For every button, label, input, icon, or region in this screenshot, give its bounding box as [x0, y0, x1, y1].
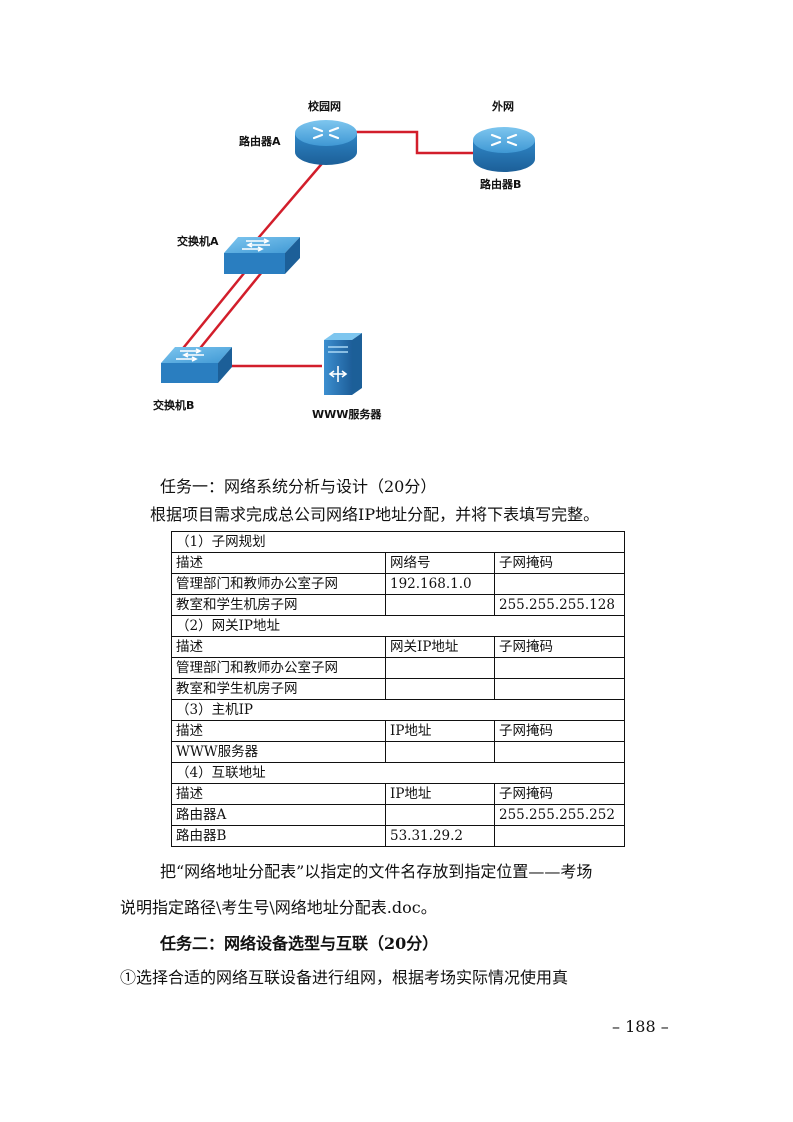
task1-heading: 任务一：网络系统分析与设计（20分） — [160, 476, 436, 498]
header-cell: 描述 — [172, 637, 386, 658]
table-cell — [495, 679, 625, 700]
table-row: 教室和学生机房子网 — [172, 679, 625, 700]
header-cell: 子网掩码 — [495, 553, 625, 574]
table-cell — [386, 679, 495, 700]
switch-a-label: 交换机A — [177, 233, 219, 249]
table-cell — [386, 595, 495, 616]
save-note-line1: 把“网络地址分配表”以指定的文件名存放到指定位置——考场 — [160, 861, 592, 883]
network-topology — [0, 0, 793, 440]
table-cell — [495, 742, 625, 763]
table-cell: 教室和学生机房子网 — [172, 679, 386, 700]
header-cell: 网络号 — [386, 553, 495, 574]
table-cell: WWW服务器 — [172, 742, 386, 763]
task2-heading: 任务二：网络设备选型与互联（20分） — [160, 933, 438, 955]
router-a-label: 路由器A — [239, 133, 281, 149]
network-diagram: 校园网 外网 路由器A 路由器B 交换机A 交换机B WWW服务器 — [0, 0, 793, 440]
campus-net-label: 校园网 — [308, 98, 341, 114]
header-cell: IP地址 — [386, 784, 495, 805]
address-allocation-table: （1）子网规划 描述 网络号 子网掩码 管理部门和教师办公室子网 192.168… — [171, 531, 625, 847]
table-cell — [386, 742, 495, 763]
header-row: 描述 网络号 子网掩码 — [172, 553, 625, 574]
table-row: 管理部门和教师办公室子网 192.168.1.0 — [172, 574, 625, 595]
table-row: 教室和学生机房子网 255.255.255.128 — [172, 595, 625, 616]
header-row: 描述 网关IP地址 子网掩码 — [172, 637, 625, 658]
section-title: （4）互联地址 — [172, 763, 625, 784]
header-cell: 子网掩码 — [495, 637, 625, 658]
external-net-label: 外网 — [492, 98, 514, 114]
table-row: 路由器A 255.255.255.252 — [172, 805, 625, 826]
table-cell — [495, 658, 625, 679]
table-row: 管理部门和教师办公室子网 — [172, 658, 625, 679]
table-cell: 路由器B — [172, 826, 386, 847]
table-cell: 管理部门和教师办公室子网 — [172, 658, 386, 679]
switch-b-icon — [161, 347, 232, 383]
table-cell — [495, 826, 625, 847]
section-title: （2）网关IP地址 — [172, 616, 625, 637]
table-cell: 255.255.255.252 — [495, 805, 625, 826]
header-cell: 子网掩码 — [495, 721, 625, 742]
router-b-label: 路由器B — [480, 176, 521, 192]
section-title: （1）子网规划 — [172, 532, 625, 553]
table-row: 路由器B 53.31.29.2 — [172, 826, 625, 847]
header-cell: IP地址 — [386, 721, 495, 742]
table-row: WWW服务器 — [172, 742, 625, 763]
save-note-line2: 说明指定路径\考生号\网络地址分配表.doc。 — [120, 897, 437, 919]
section-title-row: （2）网关IP地址 — [172, 616, 625, 637]
task2-line1: ①选择合适的网络互联设备进行组网，根据考场实际情况使用真 — [120, 967, 568, 989]
section-title-row: （4）互联地址 — [172, 763, 625, 784]
switch-a-icon — [224, 237, 300, 274]
header-row: 描述 IP地址 子网掩码 — [172, 721, 625, 742]
table-cell — [386, 805, 495, 826]
page-number: – 188 – — [612, 1017, 669, 1036]
www-server-icon — [324, 333, 362, 395]
table-cell: 192.168.1.0 — [386, 574, 495, 595]
section-title-row: （1）子网规划 — [172, 532, 625, 553]
section-title-row: （3）主机IP — [172, 700, 625, 721]
header-cell: 描述 — [172, 553, 386, 574]
switch-b-label: 交换机B — [153, 397, 194, 413]
table-cell — [386, 658, 495, 679]
link-router-a-switch-a — [248, 160, 325, 250]
router-b-icon — [473, 127, 535, 172]
table-cell: 53.31.29.2 — [386, 826, 495, 847]
header-cell: 子网掩码 — [495, 784, 625, 805]
www-server-label: WWW服务器 — [312, 406, 381, 422]
header-cell: 网关IP地址 — [386, 637, 495, 658]
table-cell: 255.255.255.128 — [495, 595, 625, 616]
task1-intro: 根据项目需求完成总公司网络IP地址分配，并将下表填写完整。 — [150, 504, 599, 526]
header-row: 描述 IP地址 子网掩码 — [172, 784, 625, 805]
link-router-a-router-b — [356, 132, 474, 153]
table-cell: 管理部门和教师办公室子网 — [172, 574, 386, 595]
header-cell: 描述 — [172, 721, 386, 742]
table-cell: 教室和学生机房子网 — [172, 595, 386, 616]
link-switch-a-switch-b — [180, 272, 262, 352]
table-cell — [495, 574, 625, 595]
section-title: （3）主机IP — [172, 700, 625, 721]
header-cell: 描述 — [172, 784, 386, 805]
table-cell: 路由器A — [172, 805, 386, 826]
router-a-icon — [295, 120, 357, 165]
